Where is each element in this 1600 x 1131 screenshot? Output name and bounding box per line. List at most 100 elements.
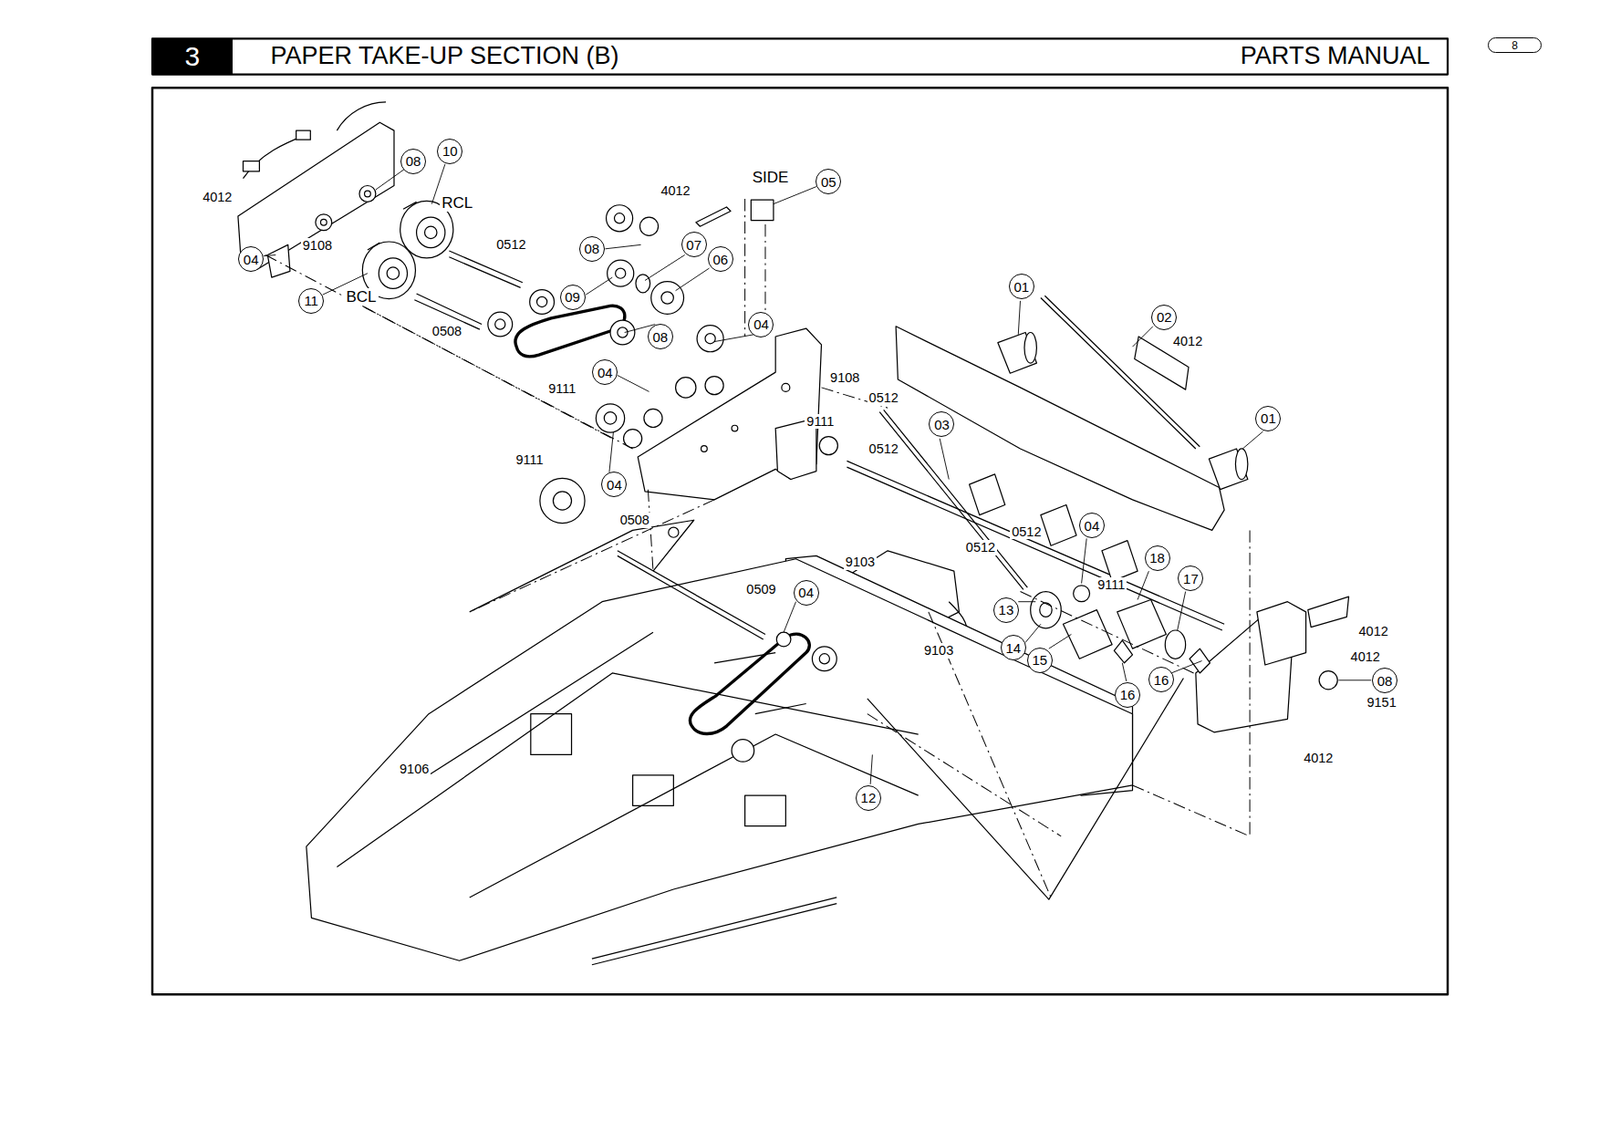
part-label-holder: 4012: [658, 183, 692, 199]
part-number-label: 4012: [1357, 623, 1391, 640]
callout-number: 08: [583, 240, 600, 257]
callout-number: 18: [1149, 550, 1165, 566]
part-label-holder: 9111: [546, 381, 578, 397]
diagram-title-holder: PAPER TAKE-UP SECTION (B): [270, 43, 619, 69]
callout-circle: 03: [928, 411, 955, 437]
part-label-holder: 4012: [200, 189, 234, 206]
part-number-label: 0508: [430, 323, 464, 340]
callout-number: 12: [861, 789, 877, 806]
part-label-holder: 9151: [1364, 695, 1398, 711]
callout-number: 04: [753, 316, 769, 333]
callout-number: 05: [820, 174, 837, 190]
callout-number: 08: [1377, 673, 1393, 689]
callout-number: 01: [1013, 279, 1029, 295]
manual-name-holder: PARTS MANUAL: [1238, 42, 1433, 70]
callout-number: 16: [1153, 672, 1170, 688]
callout-number: 04: [606, 477, 623, 493]
callout-circle: 16: [1148, 666, 1175, 693]
callout-number: 02: [1156, 309, 1173, 325]
callout-number: 06: [712, 251, 728, 268]
part-label-holder: 9108: [828, 370, 862, 386]
callout-circle: 08: [1371, 667, 1398, 694]
part-label-holder: 9103: [922, 643, 956, 659]
callout-circle: 01: [1008, 273, 1035, 300]
callout-circle: 15: [1027, 647, 1053, 674]
part-number-label: SIDE: [750, 168, 791, 187]
part-label-holder: 4012: [1171, 333, 1205, 350]
callout-number: 04: [597, 364, 613, 381]
part-label-holder: 9111: [514, 452, 546, 468]
part-number-label: 0512: [964, 540, 998, 556]
callout-number: 16: [1120, 686, 1136, 703]
part-number-label: 0512: [1009, 524, 1043, 541]
callout-number: 10: [442, 143, 458, 159]
part-number-label: 0512: [867, 390, 901, 406]
part-number-label: 9108: [828, 370, 862, 386]
callout-number: 08: [405, 153, 422, 169]
part-number-label: 4012: [658, 183, 692, 199]
part-label-holder: 0512: [1009, 524, 1043, 541]
part-number-label: 4012: [200, 189, 234, 206]
callout-circle: 11: [298, 288, 324, 314]
part-number-label: 9111: [1095, 577, 1127, 593]
callout-number: 13: [998, 602, 1015, 618]
callout-circle: 04: [1079, 512, 1105, 539]
callout-circle: 13: [993, 597, 1019, 624]
page-number: 8: [1511, 39, 1518, 52]
part-number-label: RCL: [439, 194, 475, 212]
part-label-holder: BCL: [343, 288, 378, 306]
callout-circle: 14: [1000, 634, 1027, 661]
part-number-label: 0508: [618, 512, 652, 529]
part-number-label: 0512: [867, 441, 901, 458]
callout-circle: 06: [707, 246, 734, 272]
callout-number: 17: [1183, 571, 1199, 587]
callout-circle: 04: [748, 311, 774, 338]
part-label-holder: 0512: [964, 540, 998, 556]
part-number-label: 9103: [843, 554, 877, 571]
part-label-holder: 9108: [301, 238, 334, 254]
part-number-label: 4012: [1171, 333, 1205, 350]
section-number-box: 3: [152, 39, 233, 75]
part-number-label: 9103: [922, 643, 956, 659]
part-number-label: 9106: [397, 761, 431, 778]
part-label-holder: 0512: [867, 441, 901, 458]
part-label-holder: 9111: [804, 414, 836, 430]
part-label-holder: 0508: [430, 323, 464, 340]
section-number: 3: [185, 41, 201, 73]
part-number-label: BCL: [343, 288, 378, 306]
callout-number: 01: [1260, 410, 1277, 426]
callout-circle: 02: [1151, 304, 1177, 331]
part-label-holder: 0508: [618, 512, 652, 529]
part-number-label: 4012: [1301, 750, 1335, 767]
callout-number: 07: [685, 237, 702, 253]
part-number-label: 0512: [494, 237, 528, 253]
callout-circle: 08: [647, 323, 674, 350]
callout-circle: 01: [1255, 405, 1281, 432]
callout-circle: 09: [560, 284, 586, 311]
callout-circle: 10: [436, 138, 463, 165]
part-label-holder: 4012: [1349, 649, 1382, 665]
callout-number: 04: [1084, 518, 1101, 534]
callout-circle: 04: [601, 471, 627, 498]
callout-number: 04: [243, 251, 260, 268]
part-label-holder: SIDE: [750, 168, 791, 187]
part-label-holder: RCL: [439, 194, 475, 212]
part-label-holder: 9111: [1095, 577, 1127, 593]
part-label-holder: 0512: [867, 390, 901, 406]
callout-number: 04: [798, 584, 814, 601]
callout-circle: 16: [1114, 682, 1141, 708]
part-number-label: 9111: [804, 414, 836, 430]
callout-circle: 08: [579, 236, 605, 262]
part-label-holder: 0509: [744, 581, 778, 598]
part-label-holder: 4012: [1357, 623, 1391, 640]
part-number-label: 9111: [514, 452, 546, 468]
part-number-label: 4012: [1349, 649, 1382, 665]
callout-circle: 04: [793, 580, 820, 606]
callout-circle: 08: [400, 148, 426, 175]
page-number-box: 8: [1487, 37, 1542, 53]
part-label-holder: 9103: [843, 554, 877, 571]
callout-number: 11: [303, 292, 319, 309]
part-label-holder: 9106: [397, 761, 431, 778]
callout-number: 03: [934, 416, 950, 433]
